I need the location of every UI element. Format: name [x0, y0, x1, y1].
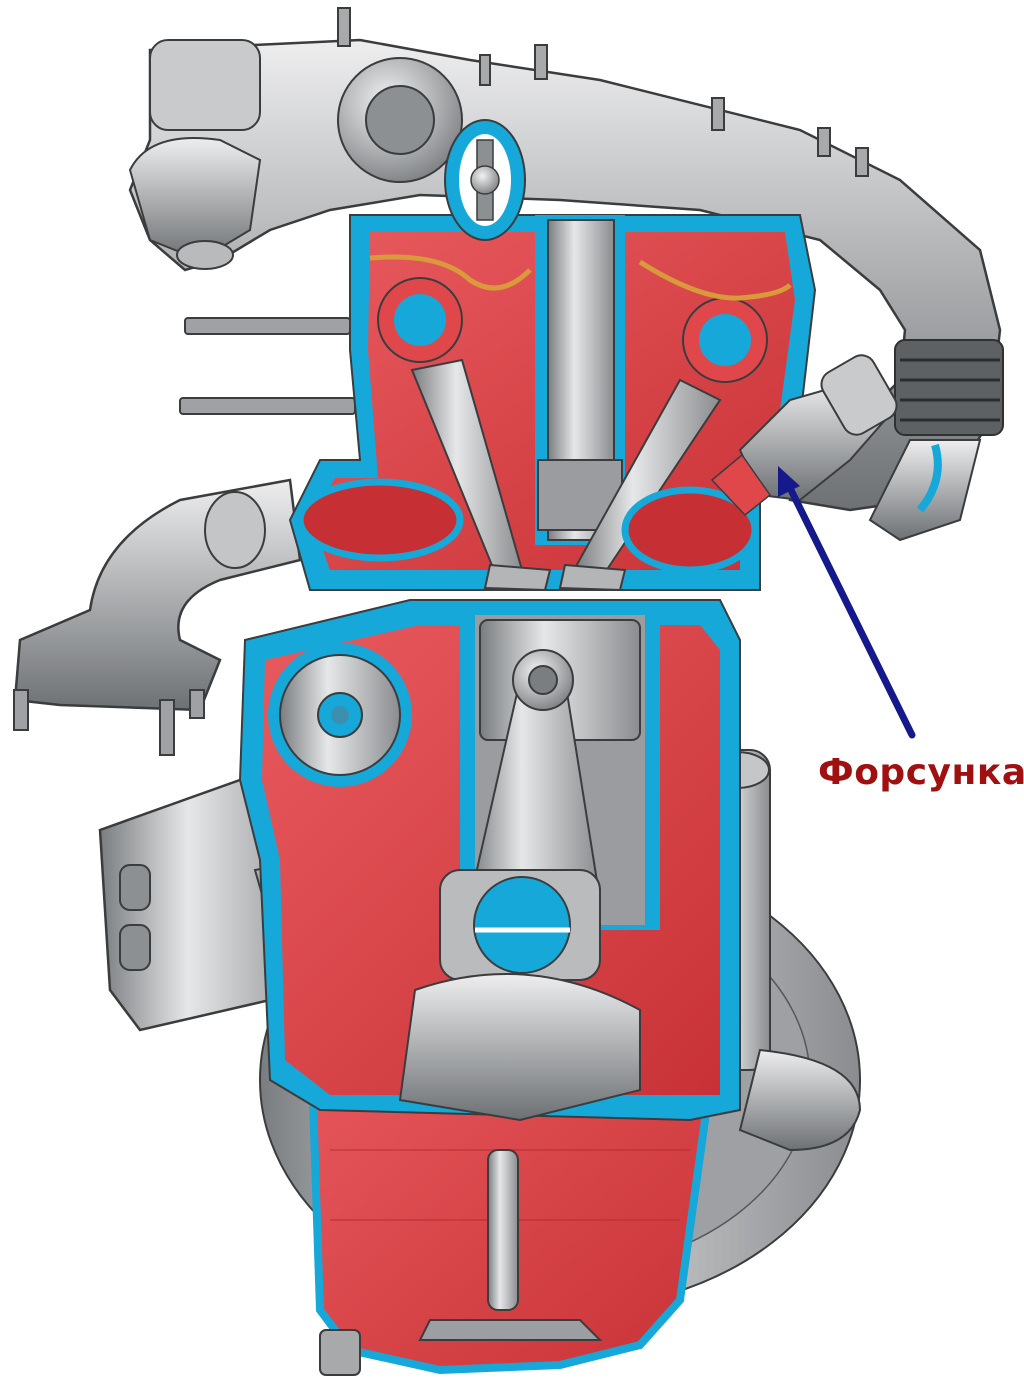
- head-studs: [179, 317, 356, 415]
- intake-manifold: [128, 7, 1004, 542]
- injector-callout-arrow: [778, 466, 916, 739]
- cylinder-head: [288, 214, 817, 592]
- fuel-injector: [710, 354, 898, 517]
- engine-block: [238, 599, 741, 1122]
- exhaust-manifold: [13, 478, 302, 756]
- injector-callout-label: Форсунка: [818, 752, 1024, 793]
- top-sensor: [444, 119, 526, 241]
